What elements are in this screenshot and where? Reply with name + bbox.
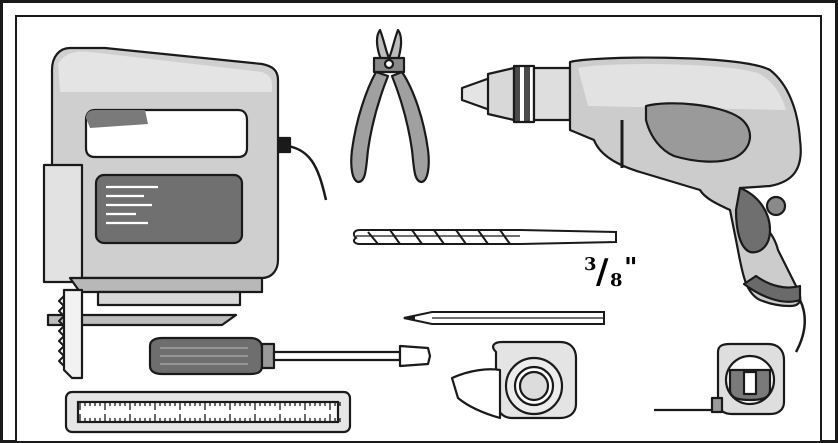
size-slash: / <box>596 252 609 292</box>
side-cutter-pliers-icon <box>350 28 430 184</box>
size-numerator: 3 <box>584 254 597 275</box>
pencil-icon <box>403 311 605 325</box>
jigsaw-icon <box>42 46 328 380</box>
power-drill-icon <box>460 56 806 353</box>
size-denominator: 8 <box>610 270 623 291</box>
size-unit: " <box>624 253 638 283</box>
screwdriver-icon <box>148 336 432 376</box>
drill-bit-icon <box>352 229 617 245</box>
ruler-icon <box>64 390 352 434</box>
masking-tape-icon <box>450 340 578 420</box>
drill-bit-size-label: 3 / 8 " <box>584 252 638 292</box>
tape-measure-icon <box>654 342 786 416</box>
